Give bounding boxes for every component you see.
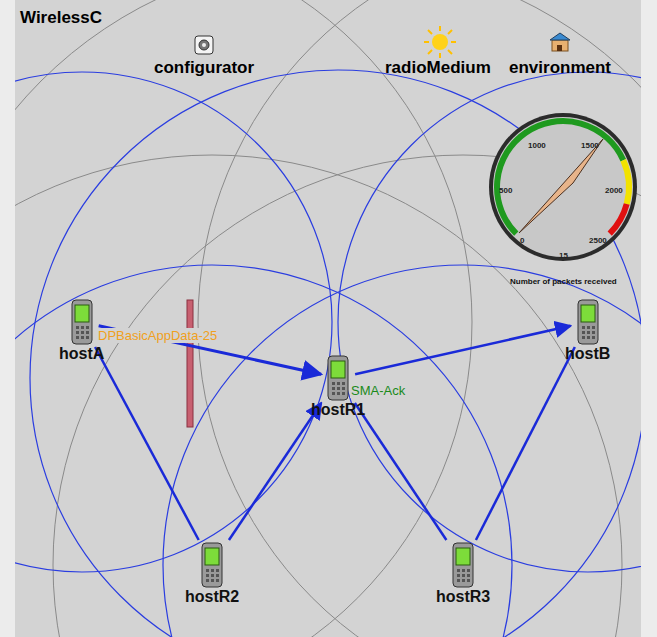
signal-bar [187, 300, 193, 427]
gauge-tick: 2500 [589, 236, 607, 245]
packet-label: SMA-Ack [350, 383, 406, 398]
gauge-value: 15 [559, 251, 568, 260]
module-label: configurator [154, 58, 254, 78]
host-label: hostB [565, 345, 610, 363]
host-label: hostR1 [311, 401, 365, 419]
module-label: radioMedium [385, 58, 491, 78]
route-link [355, 403, 447, 540]
phone-icon [573, 299, 603, 345]
gauge [489, 113, 637, 261]
gauge-tick: 0 [520, 236, 524, 245]
gauge-caption: Number of packets received [510, 277, 617, 286]
module-label: environment [509, 58, 611, 78]
packet-label: DPBasicAppData-25 [97, 328, 218, 343]
route-link [355, 326, 571, 374]
phone-icon [67, 299, 97, 345]
route-link [476, 347, 575, 540]
gauge-tick: 1000 [528, 141, 546, 150]
frame-edge [0, 0, 15, 637]
route-link [95, 347, 199, 540]
host-label: hostR3 [436, 588, 490, 606]
configurator-icon [195, 36, 213, 54]
gauge-tick: 1500 [581, 141, 599, 150]
host-label: hostA [59, 345, 104, 363]
phone-icon [448, 542, 478, 588]
frame-edge [641, 0, 657, 637]
phone-icon [323, 355, 353, 401]
network-title: WirelessC [20, 8, 102, 28]
route-link [229, 403, 321, 540]
host-node: hostB [565, 299, 610, 363]
gauge-tick: 2000 [605, 186, 623, 195]
sun-icon [424, 26, 456, 58]
host-node: hostR2 [185, 542, 239, 606]
host-node: hostR3 [436, 542, 490, 606]
gauge-tick: 500 [499, 186, 512, 195]
phone-icon [197, 542, 227, 588]
environment-icon [550, 33, 570, 51]
host-label: hostR2 [185, 588, 239, 606]
